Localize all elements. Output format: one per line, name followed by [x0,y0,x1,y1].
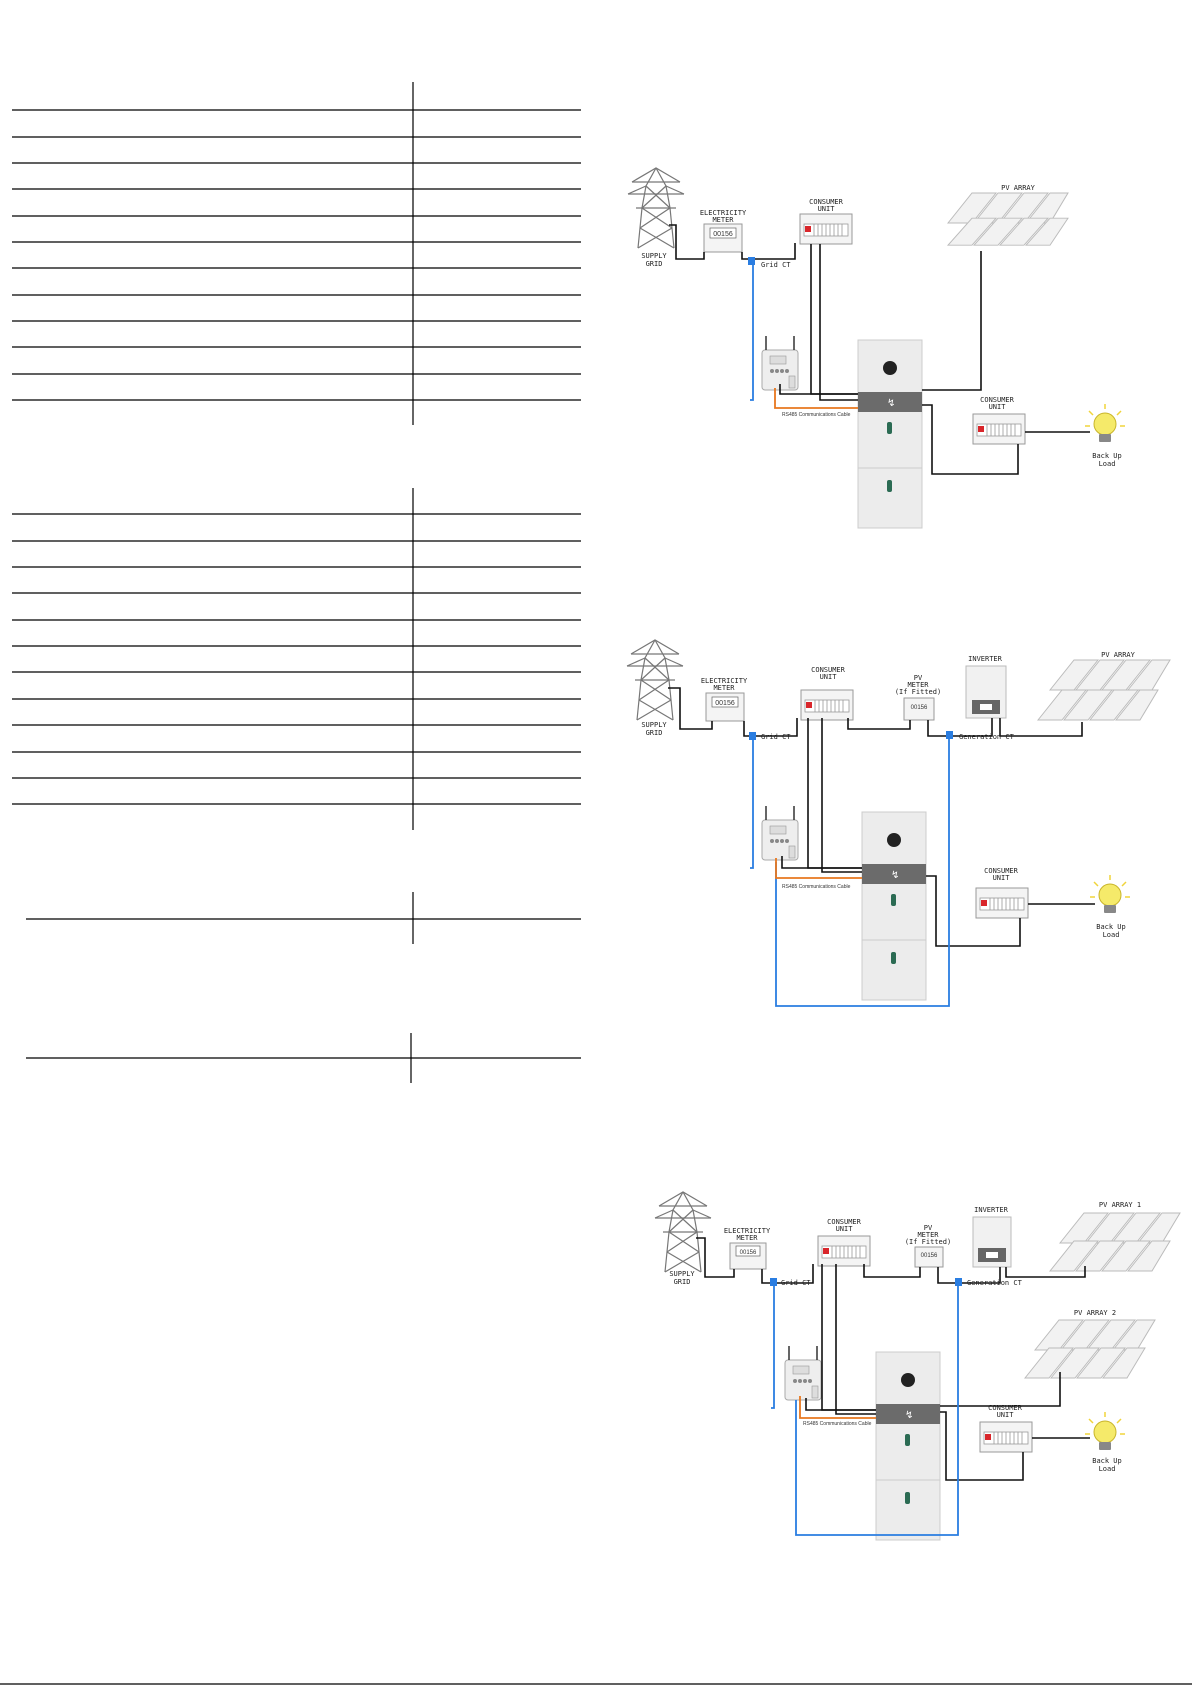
backup-load-label-2: Load [1099,460,1116,468]
backup-consumer-unit-label: CONSUMER [988,1404,1023,1412]
pv-meter-reading: 00156 [921,1253,938,1259]
bulb-icon [1084,1411,1126,1451]
supply-grid-label-2: GRID [674,1278,691,1286]
inverter-label: INVERTER [974,1206,1009,1214]
pv-array [1037,659,1171,721]
table-3 [26,892,581,944]
diagram-3: SUPPLY GRID ELECTRICITY METER 00156 CONS… [654,1191,1181,1541]
meter-reading: 00156 [715,700,735,707]
pv-meter [914,1246,944,1268]
pv-array-2-label: PV ARRAY 2 [1074,1309,1116,1317]
backup-consumer-unit-label: CONSUMER [984,867,1019,875]
inverter-label: INVERTER [968,655,1003,663]
gateway-hub [784,1345,822,1401]
pv-meter [903,697,935,721]
grid-ct-icon [748,257,755,265]
diagram-2: SUPPLY GRID ELECTRICITY METER 00156 CONS… [626,639,1171,1007]
battery-stack [875,1351,941,1541]
electricity-meter-label: ELECTRICITY [724,1227,771,1235]
battery-stack [857,339,923,529]
tables-panel [0,0,590,1100]
generation-ct-icon [955,1278,962,1286]
pv-array-label: PV ARRAY [1101,651,1136,659]
pv-array-label: PV ARRAY [1001,184,1036,192]
pv-meter-label-3: (If Fitted) [895,688,941,696]
diagram-1: SUPPLY GRID ELECTRICITY METER 00156 CONS… [627,167,1126,529]
generation-ct-label: Generation CT [959,733,1015,741]
backup-load-label-2: Load [1099,1465,1116,1473]
consumer-unit-label-2: UNIT [818,205,836,213]
consumer-unit-label: CONSUMER [811,666,846,674]
rs485-label: RS485 Communications Cable [782,412,851,418]
backup-consumer-unit [972,413,1026,445]
electricity-meter-label-2: METER [736,1234,758,1242]
pv-meter-label-3: (If Fitted) [905,1238,951,1246]
consumer-unit-label-2: UNIT [836,1225,854,1233]
tables-svg [12,82,581,1083]
backup-consumer-unit [979,1421,1033,1453]
supply-grid-label-2: GRID [646,729,663,737]
grid-ct-icon [749,732,756,740]
backup-consumer-unit-label: CONSUMER [980,396,1015,404]
consumer-unit-label: CONSUMER [809,198,844,206]
backup-load-label: Back Up [1096,923,1126,931]
table-2 [12,488,581,830]
supply-grid-label: SUPPLY [641,252,667,260]
battery-stack [861,811,927,1001]
rs485-label: RS485 Communications Cable [782,884,851,890]
grid-ct-label: Grid CT [781,1279,811,1287]
meter-reading: 00156 [713,231,733,238]
gateway-hub [761,805,799,861]
electricity-meter-label: ELECTRICITY [701,677,748,685]
consumer-unit [800,689,854,721]
rs485-label: RS485 Communications Cable [803,1421,872,1427]
backup-consumer-unit-label-2: UNIT [993,874,1011,882]
pv-array-1 [1049,1212,1181,1272]
pv-array [947,192,1069,246]
supply-grid-pylon-icon [654,1191,712,1273]
grid-ct-icon [770,1278,777,1286]
backup-load-label-2: Load [1103,931,1120,939]
backup-consumer-unit [975,887,1029,919]
consumer-unit [799,213,853,245]
pv-meter-label: PV [924,1224,933,1232]
gateway-hub [761,335,799,391]
consumer-unit-label-2: UNIT [820,673,838,681]
generation-ct-label: Generation CT [967,1279,1023,1287]
electricity-meter-label: ELECTRICITY [700,209,747,217]
generation-ct-icon [946,731,953,739]
pv-array-2 [1024,1319,1156,1379]
pv-meter-label-2: METER [917,1231,939,1239]
pv-meter-label-2: METER [907,681,929,689]
electricity-meter-label-2: METER [713,684,735,692]
table-4 [26,1033,581,1083]
supply-grid-label-2: GRID [646,260,663,268]
pv-meter-reading: 00156 [911,705,928,711]
grid-ct-label: Grid CT [761,733,791,741]
electricity-meter-label-2: METER [712,216,734,224]
backup-load-label: Back Up [1092,1457,1122,1465]
meter-reading: 00156 [740,1250,757,1256]
backup-consumer-unit-label-2: UNIT [997,1411,1015,1419]
pv-array-1-label: PV ARRAY 1 [1099,1201,1141,1209]
table-1 [12,82,581,425]
bulb-icon [1089,874,1131,914]
consumer-unit [817,1235,871,1267]
supply-grid-label: SUPPLY [669,1270,695,1278]
supply-grid-pylon-icon [626,639,684,721]
bulb-icon [1084,403,1126,443]
consumer-unit-label: CONSUMER [827,1218,862,1226]
backup-load-label: Back Up [1092,452,1122,460]
supply-grid-label: SUPPLY [641,721,667,729]
backup-consumer-unit-label-2: UNIT [989,403,1007,411]
grid-ct-label: Grid CT [761,261,791,269]
pv-meter-label: PV [914,674,923,682]
